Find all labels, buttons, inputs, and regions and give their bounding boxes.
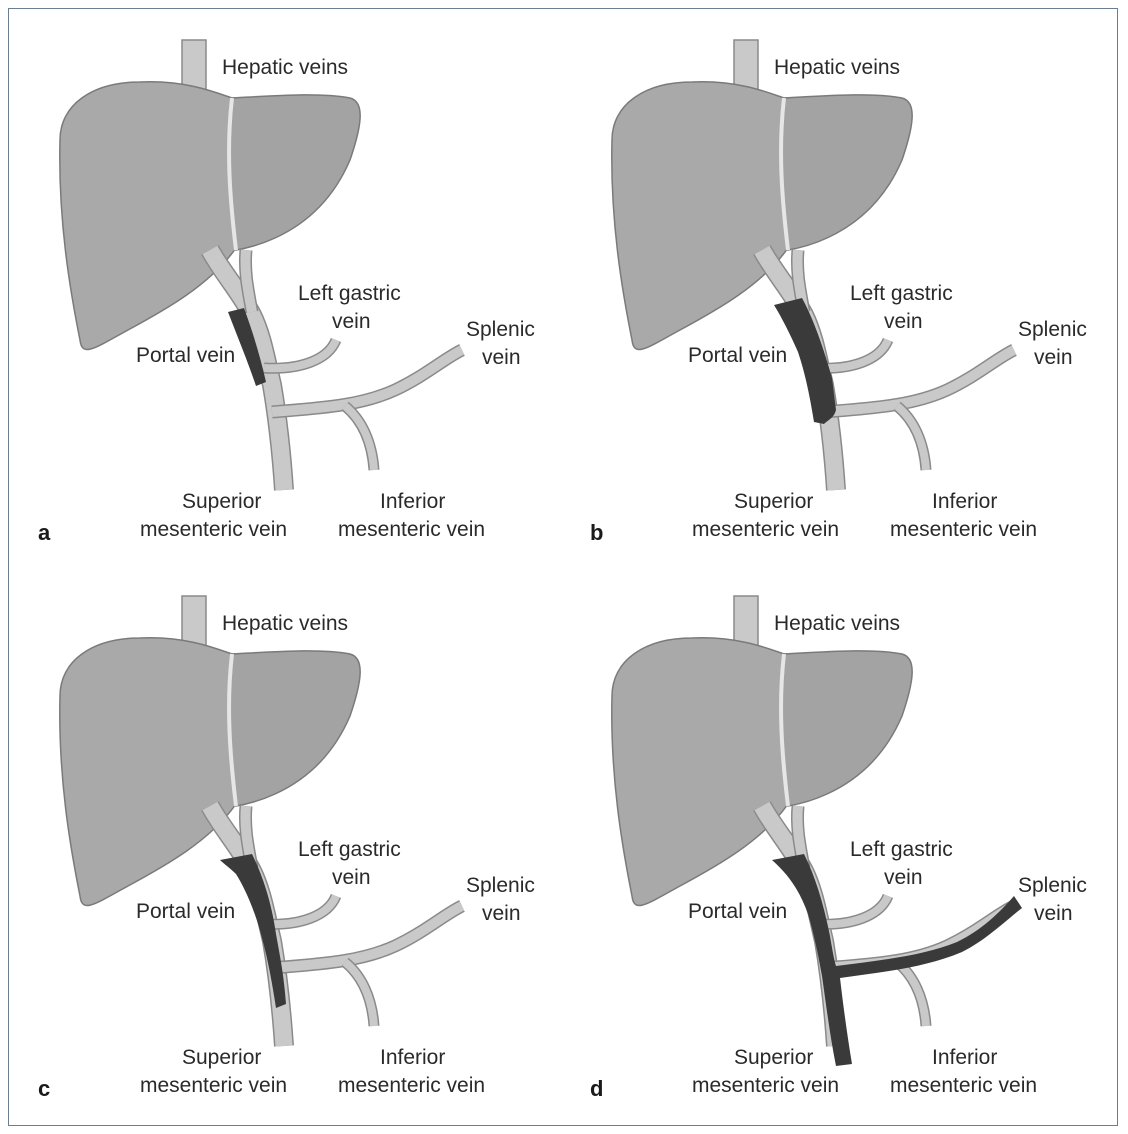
label-inferior: Inferior	[380, 1046, 445, 1069]
panel-letter: c	[38, 1076, 50, 1101]
panel-letter: b	[590, 520, 603, 545]
label-portal-vein: Portal vein	[688, 344, 787, 367]
label-hepatic-veins: Hepatic veins	[774, 612, 900, 635]
panel-c: Hepatic veins Left gastric vein Splenic …	[38, 596, 535, 1101]
label-superior: Superior	[734, 490, 813, 513]
label-splenic-vein: vein	[1034, 346, 1073, 369]
label-inferior: Inferior	[932, 1046, 997, 1069]
label-superior: Superior	[182, 1046, 261, 1069]
label-superior-mesenteric-vein: mesenteric vein	[140, 1074, 287, 1097]
panel-d: Hepatic veins Left gastric vein Splenic …	[590, 596, 1087, 1101]
label-inferior: Inferior	[380, 490, 445, 513]
label-left-gastric: Left gastric	[298, 838, 401, 861]
label-hepatic-veins: Hepatic veins	[774, 56, 900, 79]
label-left-gastric: Left gastric	[298, 282, 401, 305]
label-inferior-mesenteric-vein: mesenteric vein	[890, 1074, 1037, 1097]
liver-vein-illustration	[612, 40, 1014, 490]
label-splenic: Splenic	[466, 874, 535, 897]
label-portal-vein: Portal vein	[136, 344, 235, 367]
label-left-gastric: Left gastric	[850, 282, 953, 305]
label-left-gastric: Left gastric	[850, 838, 953, 861]
label-inferior-mesenteric-vein: mesenteric vein	[890, 518, 1037, 541]
label-superior-mesenteric-vein: mesenteric vein	[692, 1074, 839, 1097]
label-inferior-mesenteric-vein: mesenteric vein	[338, 1074, 485, 1097]
label-left-gastric-vein: vein	[332, 310, 371, 333]
label-left-gastric-vein: vein	[332, 866, 371, 889]
label-splenic-vein: vein	[1034, 902, 1073, 925]
label-splenic: Splenic	[1018, 874, 1087, 897]
label-portal-vein: Portal vein	[688, 900, 787, 923]
label-hepatic-veins: Hepatic veins	[222, 612, 348, 635]
panel-letter: d	[590, 1076, 603, 1101]
label-splenic: Splenic	[1018, 318, 1087, 341]
label-inferior-mesenteric-vein: mesenteric vein	[338, 518, 485, 541]
label-splenic-vein: vein	[482, 346, 521, 369]
label-portal-vein: Portal vein	[136, 900, 235, 923]
label-left-gastric-vein: vein	[884, 310, 923, 333]
panel-b: Hepatic veins Left gastric vein Splenic …	[590, 40, 1087, 545]
panel-a: Hepatic veins Left gastric vein Splenic …	[38, 40, 535, 545]
liver-vein-illustration	[60, 596, 462, 1046]
liver-vein-illustration	[60, 40, 462, 490]
panel-letter: a	[38, 520, 51, 545]
label-left-gastric-vein: vein	[884, 866, 923, 889]
label-splenic: Splenic	[466, 318, 535, 341]
label-superior: Superior	[182, 490, 261, 513]
label-superior-mesenteric-vein: mesenteric vein	[140, 518, 287, 541]
label-inferior: Inferior	[932, 490, 997, 513]
label-splenic-vein: vein	[482, 902, 521, 925]
label-hepatic-veins: Hepatic veins	[222, 56, 348, 79]
label-superior: Superior	[734, 1046, 813, 1069]
label-superior-mesenteric-vein: mesenteric vein	[692, 518, 839, 541]
liver-vein-illustration	[612, 596, 1014, 1046]
